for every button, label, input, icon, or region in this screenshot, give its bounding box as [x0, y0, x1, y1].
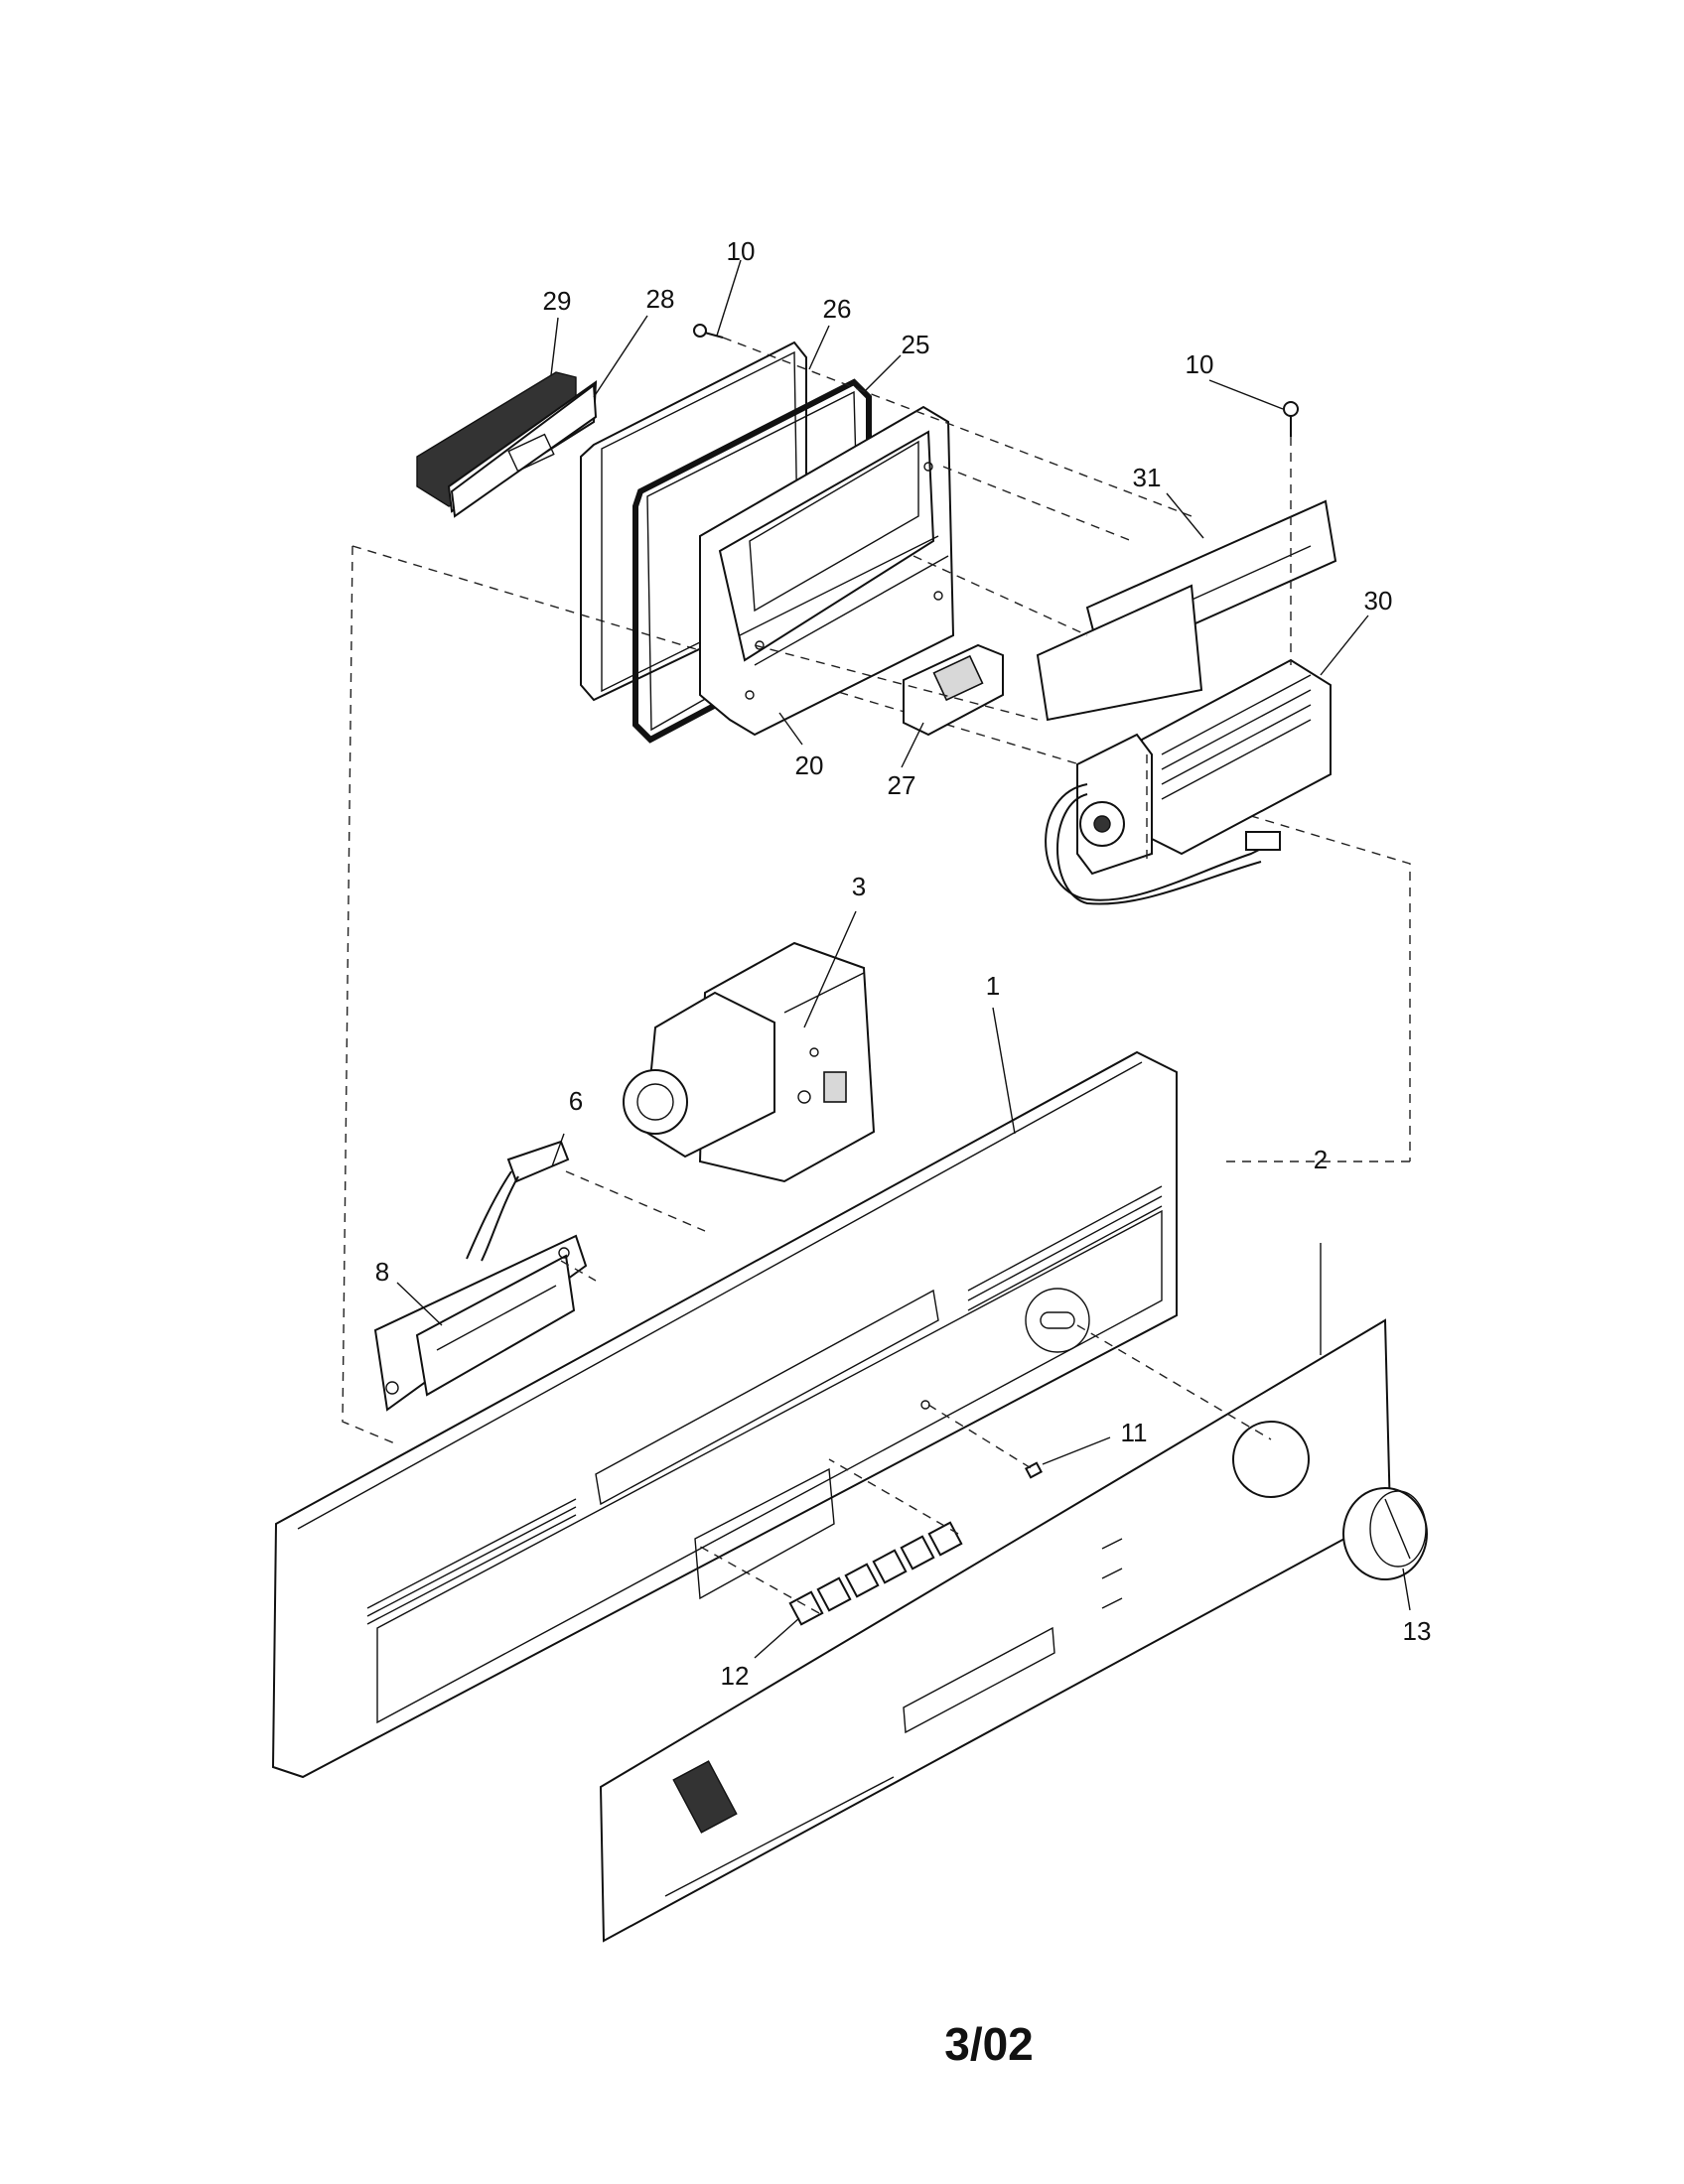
callout-28: 28 [646, 284, 675, 314]
callout-6: 6 [569, 1086, 583, 1116]
part-20-housing [699, 405, 955, 737]
callout-26: 26 [823, 294, 852, 324]
callout-10-top: 10 [727, 236, 756, 266]
alignment-leaders [722, 337, 1292, 864]
part-10-screw-b [1283, 401, 1299, 437]
callout-20: 20 [795, 751, 824, 780]
callout-10-right: 10 [1186, 349, 1214, 379]
callout-12: 12 [721, 1661, 750, 1691]
callout-leaders [396, 259, 1411, 1659]
part-27-connector [903, 643, 1004, 737]
part-12-buttons [788, 1521, 963, 1626]
part-10-screw-a [693, 324, 724, 339]
part-29-grille [416, 371, 598, 513]
callout-30: 30 [1364, 586, 1393, 615]
callout-27: 27 [888, 770, 916, 800]
part-11-light-pipe [920, 1400, 1043, 1479]
callout-31: 31 [1133, 463, 1162, 492]
part-28-panel [450, 383, 598, 518]
callout-29: 29 [543, 286, 572, 316]
callout-labels: 29 28 10 26 25 10 31 30 20 27 3 1 6 2 8 … [375, 236, 1432, 1691]
part-13-knob [1342, 1487, 1428, 1580]
callout-13: 13 [1403, 1616, 1432, 1646]
callout-8: 8 [375, 1257, 389, 1287]
callout-25: 25 [902, 330, 930, 359]
callout-2: 2 [1314, 1145, 1328, 1174]
part-3-timer [623, 941, 876, 1183]
callout-3: 3 [852, 872, 866, 901]
revision-code: 3/02 [944, 2018, 1034, 2070]
part-6-switch [466, 1140, 570, 1262]
part-8-switch-block [373, 1234, 588, 1412]
callout-11: 11 [1121, 1418, 1148, 1447]
panel-leaders [560, 1170, 1272, 1614]
part-1-control-panel [271, 1050, 1178, 1779]
callout-1: 1 [986, 971, 1000, 1001]
part-31-cover-plate [1036, 499, 1337, 722]
part-2-console-panel [599, 1318, 1392, 1943]
